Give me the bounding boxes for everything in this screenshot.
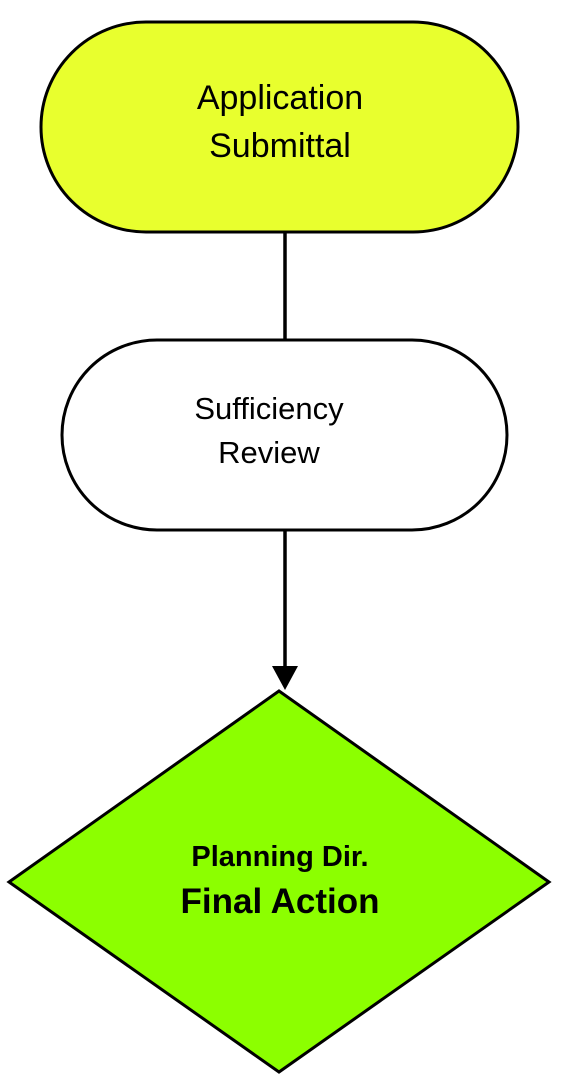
node-final-action-shape <box>6 689 552 1074</box>
node-final-action-line-2: Final Action <box>181 882 380 921</box>
node-sufficiency-review-line-1: Sufficiency <box>194 391 344 426</box>
arrowhead-icon <box>272 666 298 690</box>
node-sufficiency-review-shape <box>60 338 509 532</box>
node-final-action-line-1: Planning Dir. <box>191 841 368 873</box>
node-sufficiency-review-line-2: Review <box>218 435 320 470</box>
node-application-submittal[interactable]: Application Submittal <box>39 20 520 234</box>
node-final-action[interactable]: Planning Dir. Final Action <box>6 689 552 1074</box>
node-sufficiency-review[interactable]: Sufficiency Review <box>60 338 509 532</box>
node-application-submittal-line-1: Application <box>197 79 363 117</box>
node-application-submittal-shape <box>39 20 520 234</box>
node-application-submittal-line-2: Submittal <box>209 127 351 165</box>
